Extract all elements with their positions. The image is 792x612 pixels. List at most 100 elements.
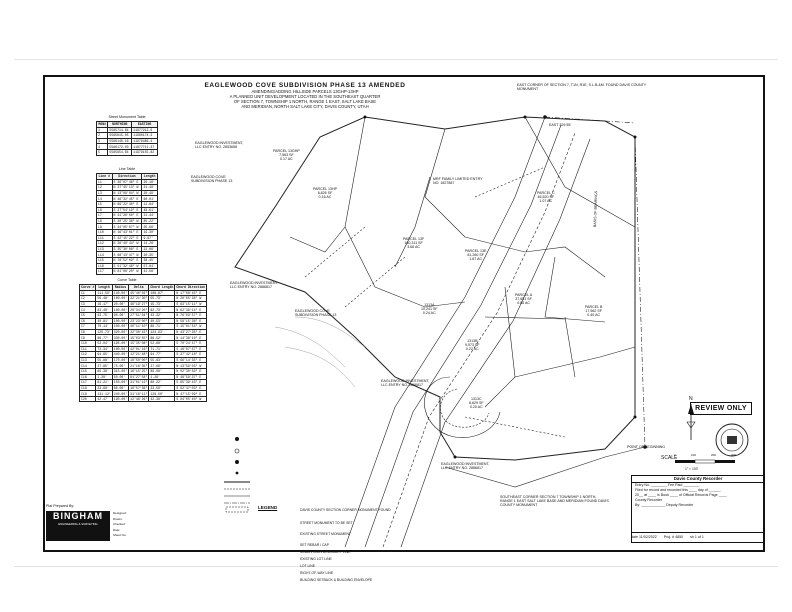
table-cell: N 14°38'10" E (174, 334, 208, 341)
parcel-line-4 (464, 236, 606, 278)
footer-project: Proj. # 4850 (663, 535, 684, 539)
scale-tick: 0 (674, 453, 676, 457)
table-cell: 11977711.37 (131, 143, 158, 150)
table-cell: 440.00' (111, 351, 130, 358)
table-cell: S 66°14'35" E (174, 356, 208, 364)
table-cell: S 04°05'40" W (174, 395, 208, 403)
table-cell: 16°57'36" (128, 384, 150, 392)
surveyor-seal-icon (715, 423, 749, 457)
table-cell: S 36°07'48" E (111, 178, 143, 186)
parcel-line-5 (374, 286, 466, 308)
table-cell: 50.00' (111, 373, 130, 381)
prep-field: Checked: (113, 522, 126, 526)
plat-map (224, 115, 749, 548)
monument-1 (363, 115, 367, 119)
table-cell: 32°21'30" (128, 295, 150, 302)
parcel-line-7 (514, 346, 636, 378)
table-cell: N 17°08'45" E (174, 289, 208, 297)
table-cell: L17 (96, 268, 113, 275)
county-recorder-box: Davis County Recorder Entry No. ________… (631, 475, 765, 543)
parcel-line-6 (484, 286, 516, 408)
county-recorder-title: Davis County Recorder (632, 476, 764, 483)
contour-2 (284, 346, 356, 388)
owner-label: EAGLEWOOD COVE SUBDIVISION PHASE 13 (295, 309, 337, 317)
table-cell: 23.59' (148, 384, 176, 392)
table-cell: 23°23'00" (128, 317, 150, 325)
recorder-line: 20__ at ____ in Book ____ of Official Re… (635, 493, 727, 497)
table-header-cell: Curve # (78, 284, 97, 291)
table-cell: 20.00' (111, 300, 130, 308)
table-cell: 100.00' (111, 323, 130, 330)
table-cell: N 58°15'36" E (174, 317, 208, 325)
owner-label: EAGLEWOOD INVESTMENT, LLC ENTRY NO. 2886… (441, 462, 490, 470)
table-cell: S 44°05'07" W (111, 223, 143, 230)
table-cell: C20 (78, 395, 97, 403)
table-cell: S 51°32'46" W (111, 262, 143, 270)
parcel-line-9 (564, 316, 576, 378)
right-tie-line (634, 136, 646, 448)
table-cell: 52.88' (148, 339, 176, 347)
plat-title: EAGLEWOOD COVE SUBDIVISION PHASE 13 AMEN… (204, 82, 406, 89)
table-cell: 100.00' (111, 345, 130, 353)
table-cell: 100.00' (111, 295, 130, 302)
table-cell: S 30°25'36" W (111, 217, 143, 225)
table-cell: 108.67' (148, 289, 176, 297)
cul-de-sac (424, 376, 501, 438)
owner-label: EAGLEWOOD INVESTMENT, LLC ENTRY NO. 2853… (195, 141, 244, 149)
road-edge-2 (364, 124, 562, 548)
prepared-by-label: Plat Prepared By: (46, 504, 75, 508)
table-cell: 170.00' (111, 356, 130, 364)
table-cell: 82.73' (148, 306, 176, 313)
table-header-cell: Line # (96, 173, 113, 180)
table-cell: S 35°30'08" E (111, 245, 143, 253)
table-cell: 38.45' (141, 256, 158, 264)
parcel-line-11 (394, 176, 431, 268)
table-cell: 5 (95, 149, 109, 156)
legend-item: SUBDIVISION BOUNDARY LINE (300, 550, 351, 554)
table-cell: 40°11'10" (128, 323, 150, 330)
table-cell: S 65°39'43" E (174, 379, 208, 386)
table-cell: 55.73' (148, 295, 176, 302)
parcel-line-8 (544, 256, 606, 323)
table-cell: 240.00' (111, 390, 130, 397)
recorder-line: Filed for record and recorded this ____ … (635, 488, 721, 492)
footer-sheet: sh 1 of 1 (690, 535, 704, 539)
review-only-stamp: REVIEW ONLY (690, 402, 752, 415)
recorder-line: Entry No. ________ Fee Paid ________ (635, 483, 700, 487)
scale-tick: 300 (731, 453, 737, 457)
easement-4 (474, 166, 546, 198)
lower-boundary (444, 446, 646, 488)
parcel-line-1 (344, 116, 376, 288)
bingham-logo: BINGHAM ENGINEERING & SURVEYING (46, 511, 110, 541)
table-cell: 41.56' (141, 268, 158, 275)
table-cell: N 81°06'20" W (111, 268, 143, 275)
plat-sheet: EAGLEWOOD COVE SUBDIVISION PHASE 13 AMEN… (43, 75, 765, 582)
table-cell: 5586140.16 (107, 137, 133, 145)
prep-field: Date: (113, 527, 121, 532)
table-cell: 5585714.84 (107, 126, 133, 134)
curve-table-caption: Curve Table (117, 278, 137, 282)
table-cell: N 16°43'01" E (111, 228, 143, 236)
top-rule (14, 59, 778, 60)
table-cell: 15°35'08" (128, 339, 150, 347)
parcel-line-2 (424, 128, 466, 238)
owner-label: EAGLEWOOD INVESTMENT, LLC ENTRY NO. 2886… (381, 379, 430, 387)
plat-desc-2: OF SECTION 7, TOWNSHIP 1 NORTH, RANGE 1 … (233, 99, 377, 104)
plat-subtitle: AMENDING/ADDING HILLSIDE PARCELS 13GHP-1… (251, 89, 359, 94)
table-cell: S 37°42'18" E (174, 351, 208, 358)
easement-1 (304, 226, 366, 278)
table-cell: 125.73' (95, 328, 113, 336)
